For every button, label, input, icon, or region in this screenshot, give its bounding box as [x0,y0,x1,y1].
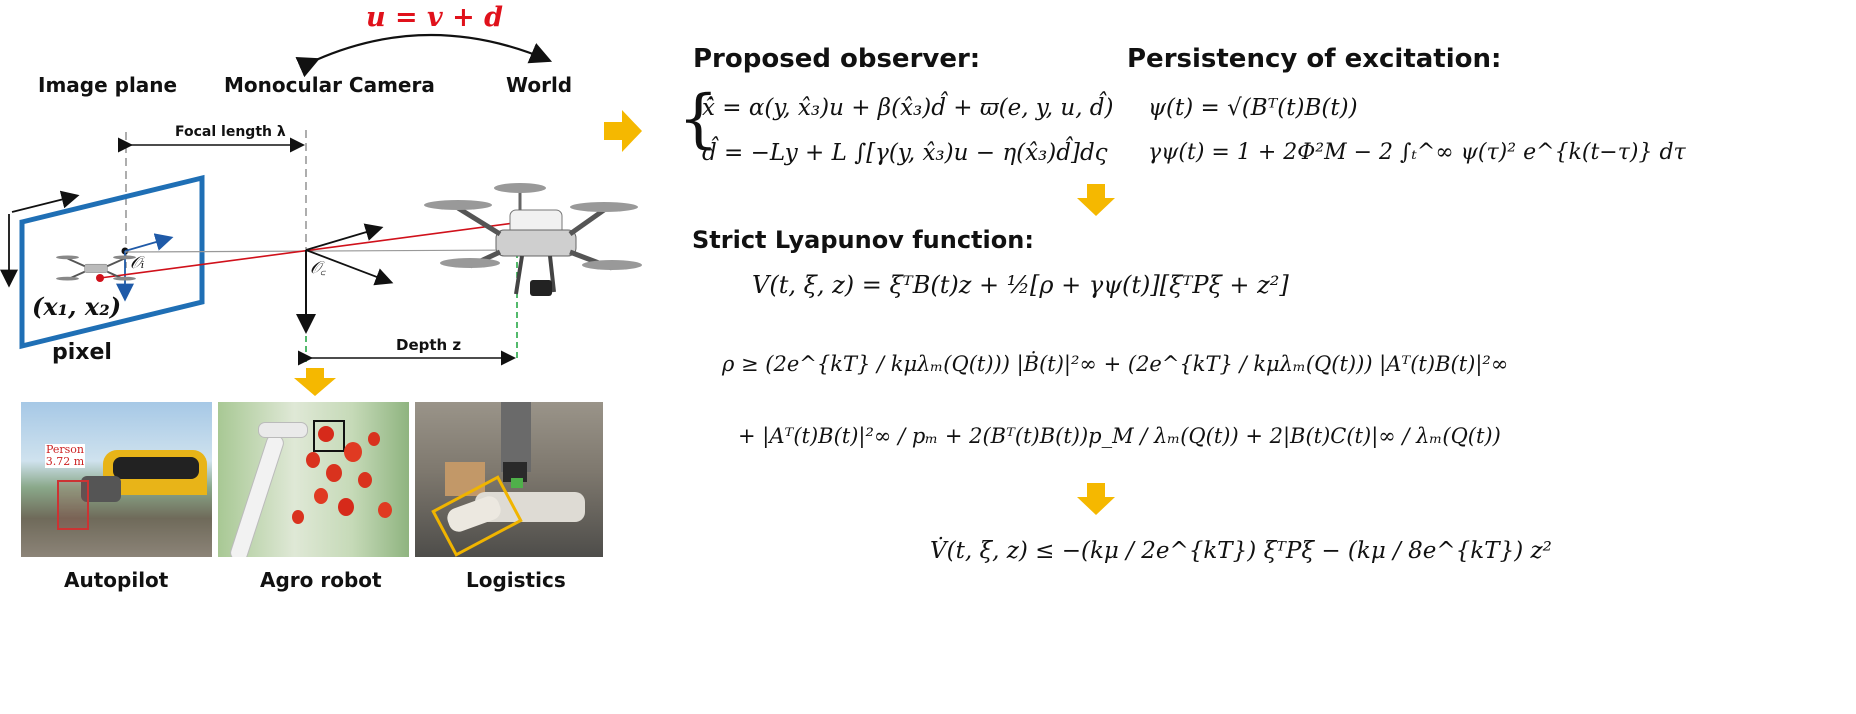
camera-geometry-svg [0,33,642,366]
relation-equation: u = v + d [366,2,504,33]
rho-line1: ρ ≥ (2e^{kT} / kμλₘ(Q(t))) |Ḃ(t)|²∞ + (2… [722,352,1509,376]
pe-title: Persistency of excitation: [1127,44,1502,74]
logistics-photo [415,402,603,557]
person-tag-label: Person [45,443,85,456]
camera-world-arrow [295,33,553,78]
depth-label: Depth z [396,336,462,354]
observer-eq2: d̂ = −Ly + L ∫[γ(y, x̂₃)u − η(x̂₃)d̂]dς [702,140,1108,166]
lyapunov-title: Strict Lyapunov function: [692,226,1034,254]
arrow-to-vdot [1077,483,1115,515]
lyapunov-V: V(t, ξ, z) = ξᵀB(t)z + ½[ρ + γψ(t)][ξᵀPξ… [752,271,1289,299]
arrow-to-photos [294,368,336,396]
agro-robot-photo [218,402,409,557]
agro-robot-caption: Agro robot [260,568,382,592]
lyapunov-Vdot: V̇(t, ξ, z) ≤ −(kμ / 2e^{kT}) ξᵀPξ − (kμ… [930,538,1552,564]
oi-label: 𝒪ᵢ [130,253,145,273]
logistics-caption: Logistics [466,568,566,592]
image-plane [19,174,205,350]
oc-label: 𝒪꜀ [310,258,327,278]
pe-eq1: ψ(t) = √(Bᵀ(t)B(t)) [1148,95,1358,121]
pixel-label: pixel [52,340,112,365]
observer-title: Proposed observer: [693,44,981,74]
pe-eq2: γψ(t) = 1 + 2Φ²M − 2 ∫ₜ^∞ ψ(τ)² e^{k(t−τ… [1148,140,1686,165]
pixel-coordinates: (x₁, x₂) [32,292,122,321]
drone-world [424,183,642,296]
observer-brace: { [678,82,719,156]
drone-image [56,255,136,281]
image-plane-label: Image plane [38,73,178,97]
focal-length-label: Focal length λ [175,124,286,140]
person-tag-value: 3.72 m [45,455,85,468]
arrow-to-lyapunov [1077,184,1115,216]
observer-eq1: x̂̇ = α(y, x̂₃)u + β(x̂₃)d̂ + ϖ(e, y, u,… [702,95,1114,121]
rho-line2: + |Aᵀ(t)B(t)|²∞ / pₘ + 2(Bᵀ(t)B(t))p_M /… [738,424,1501,448]
autopilot-caption: Autopilot [64,568,169,592]
autopilot-photo: Person 3.72 m [21,402,212,557]
projection-ray [99,221,523,279]
